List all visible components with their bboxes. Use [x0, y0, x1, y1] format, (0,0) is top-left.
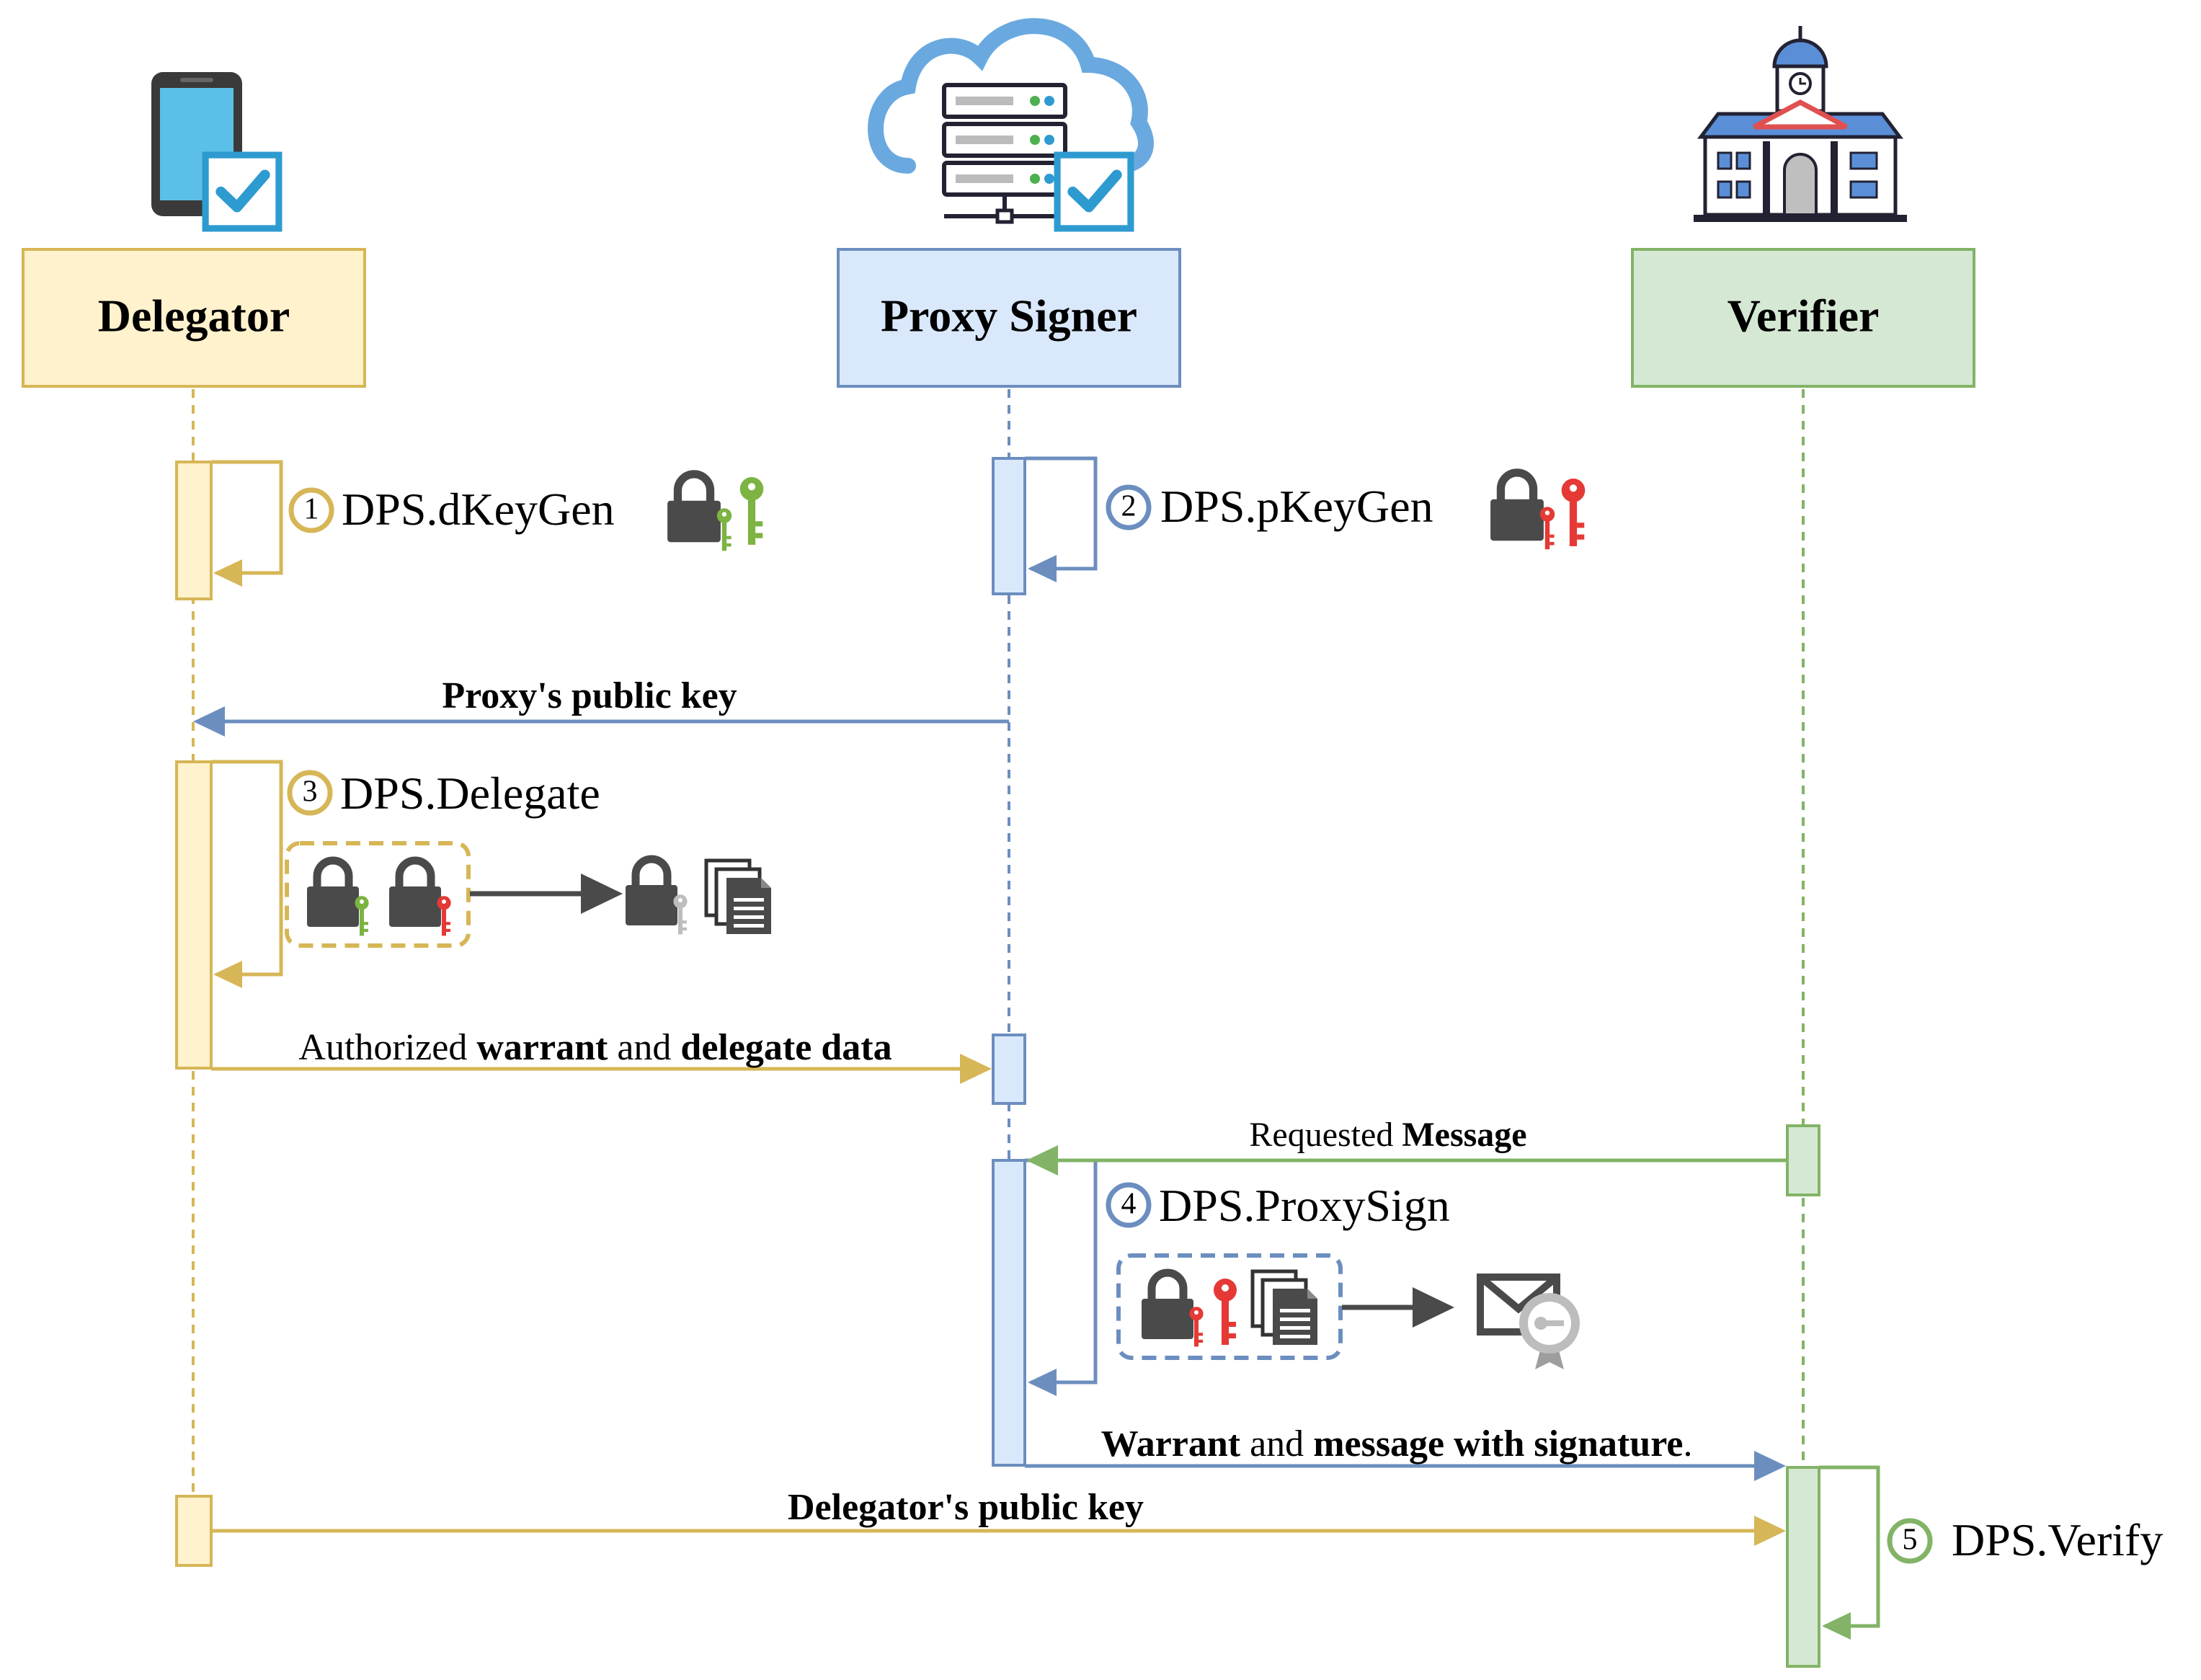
- authorized-warrant-label: Authorized warrant and delegate data: [298, 1027, 891, 1068]
- arrowhead: [1754, 1451, 1786, 1481]
- delegator-activation-1: [175, 461, 213, 600]
- key-icon: [1214, 1279, 1237, 1345]
- step-1: 1 DPS.dKeyGen: [288, 484, 615, 535]
- delegator-activation-3: [175, 1495, 213, 1567]
- step-label: DPS.dKeyGen: [342, 484, 615, 535]
- verifier-label: Verifier: [1728, 290, 1880, 342]
- proxy-pubkey-label: Proxy's public key: [442, 675, 737, 716]
- government-building-icon: [1694, 26, 1907, 222]
- arrowhead: [1822, 1612, 1851, 1640]
- proxy-activation-2: [992, 1034, 1026, 1105]
- lock-icon: [307, 861, 359, 927]
- lock-icon: [1142, 1273, 1193, 1339]
- cloud-server-check-icon: [868, 18, 1154, 228]
- arrowhead: [1028, 1369, 1057, 1396]
- arrowhead: [1026, 1145, 1058, 1175]
- proxy-activation-1: [992, 457, 1026, 595]
- arrowhead: [213, 961, 242, 988]
- verifier-actor: Verifier: [1631, 248, 1975, 388]
- delegator-actor: Delegator: [22, 248, 366, 388]
- documents-icon: [706, 861, 771, 934]
- step-3: 3 DPS.Delegate: [287, 768, 600, 819]
- lock-icon: [389, 861, 441, 927]
- verifier-activation-2: [1786, 1466, 1820, 1668]
- proxy-activation-3: [992, 1159, 1026, 1467]
- key-icon: [739, 477, 764, 545]
- signature-label: Warrant and message with signature.: [1101, 1423, 1693, 1465]
- step-5: 5 DPS.Verify: [1887, 1514, 2163, 1565]
- delegator-label: Delegator: [98, 290, 290, 342]
- arrowhead: [193, 706, 225, 737]
- delegator-pubkey-label: Delegator's public key: [788, 1487, 1144, 1528]
- documents-icon: [1253, 1271, 1317, 1345]
- step-label: DPS.ProxySign: [1159, 1180, 1450, 1231]
- arrowhead: [960, 1054, 992, 1084]
- lock-icon: [667, 474, 721, 542]
- arrowhead: [1413, 1287, 1454, 1328]
- self-loop-2: [1025, 456, 1098, 571]
- proxysign-input-box: [1116, 1253, 1343, 1360]
- proxy-signer-actor: Proxy Signer: [837, 248, 1181, 388]
- arrowhead: [1028, 555, 1057, 582]
- step-number: 3: [303, 775, 318, 809]
- lock-icon: [626, 859, 677, 925]
- self-loop-1: [211, 460, 283, 575]
- arrowhead: [581, 874, 623, 914]
- step-number: 4: [1121, 1188, 1137, 1221]
- self-loop-4: [1025, 1158, 1098, 1385]
- signed-envelope-icon: [1477, 1274, 1580, 1369]
- step-2: 2 DPS.pKeyGen: [1106, 481, 1433, 532]
- smartphone-check-icon: [151, 72, 279, 228]
- self-loop-5: [1819, 1465, 1880, 1628]
- delegator-activation-2: [175, 760, 213, 1070]
- delegate-input-box: [285, 841, 471, 948]
- arrowhead: [1754, 1516, 1786, 1546]
- step-4: 4 DPS.ProxySign: [1106, 1180, 1450, 1231]
- step-label: DPS.Delegate: [340, 768, 600, 819]
- verifier-activation-1: [1786, 1124, 1820, 1196]
- step-number: 2: [1121, 490, 1137, 523]
- key-icon: [1561, 479, 1586, 546]
- self-loop-3: [211, 760, 283, 977]
- step-label: DPS.Verify: [1952, 1514, 2163, 1565]
- proxy-signer-label: Proxy Signer: [881, 290, 1137, 342]
- step-number: 5: [1903, 1524, 1918, 1557]
- requested-message-label: Requested Message: [1249, 1116, 1526, 1154]
- step-label: DPS.pKeyGen: [1160, 481, 1433, 532]
- lock-icon: [1490, 473, 1544, 541]
- arrowhead: [213, 559, 242, 587]
- step-number: 1: [304, 493, 319, 526]
